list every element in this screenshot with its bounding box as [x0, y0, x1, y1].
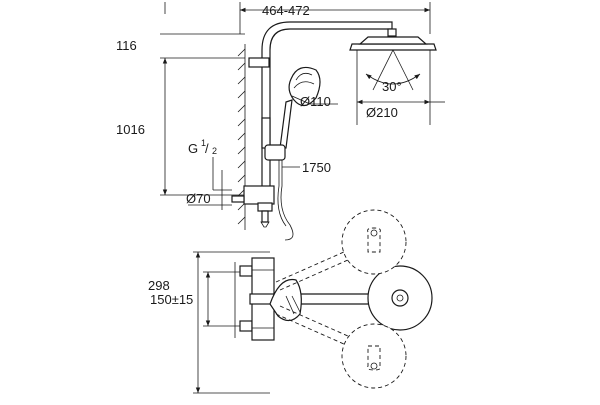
total-height-label: 1016: [116, 122, 145, 137]
shower-head: [349, 36, 437, 125]
plan-mixer: [239, 257, 275, 341]
hand-shower: Ø110: [264, 66, 338, 161]
dimension-inlet-spacing: 150±15: [150, 271, 240, 327]
spray-angle: 30°: [365, 49, 421, 94]
plan-rotation-positions: [275, 209, 407, 389]
inlet-fitting: [231, 195, 245, 203]
hose: 1750: [277, 160, 331, 241]
mixer-outlet: [257, 202, 273, 212]
head-diameter-label: Ø210: [366, 105, 398, 120]
dimension-arm-span: 464-472: [239, 2, 431, 34]
mixer-valve: [231, 185, 275, 228]
dimension-thread: G 1 / 2: [188, 138, 232, 191]
inlet-spacing-label: 150±15: [150, 292, 193, 307]
dimension-depth: 298: [148, 251, 270, 394]
dimension-head-diameter: Ø210: [357, 99, 445, 120]
wall-bracket-top: [248, 57, 270, 68]
top-offset-label: 116: [116, 38, 137, 53]
mixer-body: [243, 185, 275, 205]
slider-holder: [264, 144, 286, 161]
slider-bar-section: [261, 117, 271, 149]
plan-hand-shower: [269, 278, 302, 322]
thread-fraction-numerator: 1: [201, 138, 206, 148]
thread-fraction-denominator: 2: [212, 146, 217, 156]
plan-view: 298 150±15: [148, 209, 433, 394]
handshower-diameter-label: Ø110: [300, 94, 331, 109]
dimension-top-offset: 116: [116, 33, 245, 59]
head-position-lower: [341, 323, 407, 389]
plan-shower-head: [367, 265, 433, 331]
plan-inlet-top: [239, 265, 253, 277]
side-view: 464-472 116 1016: [116, 2, 445, 241]
wall: [237, 44, 246, 230]
plan-inlet-bottom: [239, 320, 253, 332]
dimension-total-height: 1016: [116, 58, 245, 196]
thread-label: G: [188, 141, 198, 156]
dimension-outlet-diameter: Ø70: [186, 170, 232, 210]
svg-text:/: /: [205, 141, 209, 156]
hose-length-label: 1750: [302, 160, 331, 175]
spray-angle-label: 30°: [382, 79, 402, 94]
head-connector: [387, 28, 397, 37]
outlet-diameter-label: Ø70: [186, 191, 211, 206]
arm-span-label: 464-472: [262, 3, 310, 18]
depth-label: 298: [148, 278, 170, 293]
head-position-upper: [341, 209, 407, 275]
